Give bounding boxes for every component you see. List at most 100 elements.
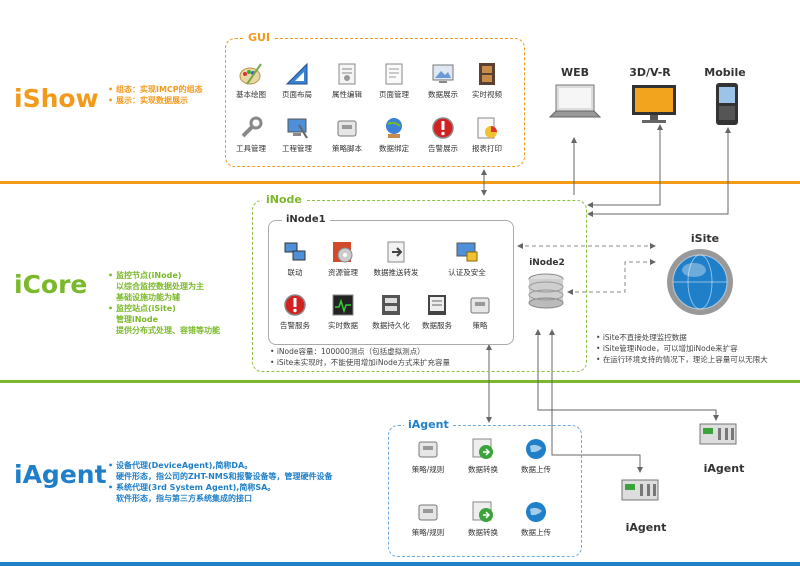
ishow-bullets: •组态：实现IMCP的组态 •展示：实现数据展示 (108, 85, 203, 105)
isite-notes: • iSite不直接处理监控数据 • iSite管理iNode，可以增加iNod… (596, 333, 768, 364)
item-label: 策略/规则 (411, 528, 445, 537)
alarm-icon (431, 116, 455, 140)
database-server-icon[interactable] (526, 272, 566, 316)
data-persist-icon (379, 293, 403, 317)
tool-strategy-script[interactable]: 策略脚本 (322, 116, 372, 154)
inode-note-1: iNode容量：100000测点（包括虚拟测点） (276, 347, 425, 356)
inode1-strategy[interactable]: 策略 (455, 293, 505, 331)
inode-box (252, 200, 587, 372)
iagent-bullet-sa-sub: 软件形态，指与第三方系统集成的接口 (116, 494, 252, 503)
upload-globe-icon (524, 437, 548, 461)
tool-label: 基本绘图 (236, 90, 266, 99)
globe-bind-icon (382, 116, 406, 140)
rule-key-icon (416, 437, 440, 461)
item-label: 认证及安全 (448, 268, 486, 277)
item-label: 资源管理 (328, 268, 358, 277)
upload-globe-icon (524, 500, 548, 524)
gui-label: GUI (244, 31, 275, 44)
realtime-monitor-icon (331, 293, 355, 317)
monitor-image-icon (431, 62, 455, 86)
hardware-agent-icon[interactable] (620, 476, 660, 508)
iagent-box (388, 425, 582, 557)
wrench-icon (239, 116, 263, 140)
inode1-data-service[interactable]: 数据服务 (412, 293, 462, 331)
app-resource-icon (331, 240, 355, 264)
item-label: 数据上传 (521, 528, 551, 537)
tool-label: 数据展示 (428, 90, 458, 99)
tool-page-layout[interactable]: 页面布局 (272, 62, 322, 100)
iagent-upload-2[interactable]: 数据上传 (511, 500, 561, 538)
tool-data-bind[interactable]: 数据绑定 (369, 116, 419, 154)
monitor-icon (630, 83, 678, 131)
tool-label: 数据绑定 (379, 144, 409, 153)
iagent-bullet-da: 设备代理(DeviceAgent),简称DA。 (116, 461, 253, 470)
tool-label: 工具管理 (236, 144, 266, 153)
document-edit-icon (335, 62, 359, 86)
item-label: 数据持久化 (372, 321, 410, 330)
item-label: 联动 (287, 268, 303, 277)
icore-bullets: •监控节点(iNode) 以综合监控数据处理为主 基础设施功能为辅 •监控站点(… (108, 271, 220, 335)
isite-note-2: iSite管理iNode，可以增加iNode来扩容 (602, 344, 738, 353)
data-convert-icon (471, 500, 495, 524)
inode-notes: • iNode容量：100000测点（包括虚拟测点） • iSite未实现时，不… (270, 347, 450, 367)
inode2-label: iNode2 (529, 258, 565, 268)
inode-note-2: iSite未实现时，不能使用增加iNode方式来扩充容量 (276, 358, 450, 367)
ishow-bullet-1: 组态：实现IMCP的组态 (116, 85, 203, 94)
item-label: 告警服务 (280, 321, 310, 330)
inode1-resource[interactable]: 资源管理 (318, 240, 368, 278)
hw-iagent-label-1: iAgent (703, 462, 745, 475)
tool-label: 实时视频 (472, 90, 502, 99)
rule-key-icon (416, 500, 440, 524)
icore-title: iCore (14, 270, 88, 299)
iagent-convert-1[interactable]: 数据转换 (458, 437, 508, 475)
tool-data-display[interactable]: 数据展示 (418, 62, 468, 100)
tool-page-manage[interactable]: 页面管理 (369, 62, 419, 100)
inode1-persist[interactable]: 数据持久化 (366, 293, 416, 331)
tool-label: 属性编辑 (332, 90, 362, 99)
tool-alarm-display[interactable]: 告警展示 (418, 116, 468, 154)
tool-project-manage[interactable]: 工程管理 (272, 116, 322, 154)
tool-label: 报表打印 (472, 144, 502, 153)
inode1-alarm-service[interactable]: 告警服务 (270, 293, 320, 331)
device-3d-vr-label: 3D/V-R (629, 66, 671, 79)
item-label: 策略/规则 (411, 465, 445, 474)
iagent-rule-1[interactable]: 策略/规则 (403, 437, 453, 475)
icore-bullet-inode: 监控节点(iNode) (116, 271, 182, 280)
paint-palette-icon (239, 62, 263, 86)
data-convert-icon (471, 437, 495, 461)
laptop-icon (548, 83, 602, 131)
strategy-key-icon (468, 293, 492, 317)
iagent-upload-1[interactable]: 数据上传 (511, 437, 561, 475)
inode1-realtime[interactable]: 实时数据 (318, 293, 368, 331)
iagent-convert-2[interactable]: 数据转换 (458, 500, 508, 538)
tool-report-print[interactable]: 报表打印 (462, 116, 512, 154)
icore-bullet-isite-sub1: 管理iNode (116, 315, 159, 324)
isite-globe-gear-icon[interactable] (660, 244, 740, 322)
isite-note-3: 在运行环境支持的情况下，理论上容量可以无限大 (602, 355, 768, 364)
tool-label: 工程管理 (282, 144, 312, 153)
item-label: 实时数据 (328, 321, 358, 330)
tool-label: 页面管理 (379, 90, 409, 99)
ishow-title: iShow (14, 84, 99, 113)
tool-tool-manage[interactable]: 工具管理 (226, 116, 276, 154)
item-label: 数据转换 (468, 528, 498, 537)
tool-basic-draw[interactable]: 基本绘图 (226, 62, 276, 100)
item-label: 策略 (472, 321, 488, 330)
hardware-agent-icon[interactable] (698, 420, 738, 452)
iagent-rule-2[interactable]: 策略/规则 (403, 500, 453, 538)
alarm-service-icon (283, 293, 307, 317)
inode1-data-forward[interactable]: 数据推送转发 (371, 240, 421, 278)
computer-project-icon (285, 116, 309, 140)
data-forward-icon (384, 240, 408, 264)
tool-realtime-video[interactable]: 实时视频 (462, 62, 512, 100)
tool-label: 页面布局 (282, 90, 312, 99)
separator-ishow-icore (0, 181, 800, 184)
ishow-bullet-2: 展示：实现数据展示 (116, 96, 188, 105)
iagent-bullets: •设备代理(DeviceAgent),简称DA。 硬件形态，指公司的ZHT-NM… (108, 461, 333, 503)
inode1-security[interactable]: 认证及安全 (442, 240, 492, 278)
tool-property-edit[interactable]: 属性编辑 (322, 62, 372, 100)
inode1-linkage[interactable]: 联动 (270, 240, 320, 278)
device-mobile-label: Mobile (704, 66, 746, 79)
mobile-phone-icon (713, 82, 741, 130)
